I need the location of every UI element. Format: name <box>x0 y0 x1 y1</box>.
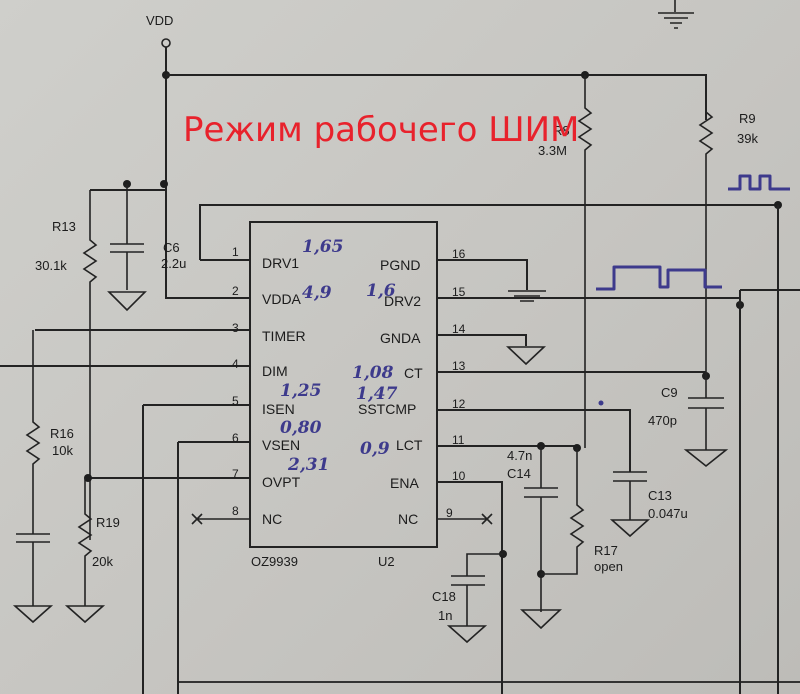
pin-name: NC <box>262 511 282 527</box>
pin-name: LCT <box>396 437 423 453</box>
pin-number: 2 <box>232 284 239 298</box>
pin-name: PGND <box>380 257 420 273</box>
c9-value: 470p <box>648 413 677 428</box>
pin-number: 7 <box>232 467 239 481</box>
c13-value: 0.047u <box>648 506 688 521</box>
pin-number: 9 <box>446 506 453 520</box>
pin-number: 4 <box>232 357 239 371</box>
c6-capacitor: C6 2.2u <box>107 184 186 312</box>
voltage-sstcmp: 1,47 <box>356 384 398 404</box>
r8-ref: R8 <box>553 123 570 138</box>
ground-symbol-top <box>658 0 694 29</box>
pin-name: DIM <box>262 363 288 379</box>
pin-number: 15 <box>452 285 466 299</box>
pin-name: OVPT <box>262 474 301 490</box>
overlay-title: Режим рабочего ШИМ <box>183 110 579 150</box>
vdd-label: VDD <box>146 13 173 28</box>
r13-ref: R13 <box>52 219 76 234</box>
ic-reference: U2 <box>378 554 395 569</box>
pin-name: ENA <box>390 475 419 491</box>
pin-name: VSEN <box>262 437 300 453</box>
voltage-vdda: 4,9 <box>302 283 332 303</box>
pin-name: GNDA <box>380 330 421 346</box>
vdd-terminal: VDD <box>146 13 707 299</box>
c9-ref: C9 <box>661 385 678 400</box>
voltage-drv2: 1,6 <box>366 281 396 301</box>
r13-resistor: R13 30.1k <box>35 180 168 540</box>
pin-number: 11 <box>452 433 465 447</box>
c18-ref: C18 <box>432 589 456 604</box>
pin-number: 3 <box>232 321 239 335</box>
c14-ref: C14 <box>507 466 531 481</box>
voltage-ct: 1,08 <box>352 363 394 383</box>
pin-number: 12 <box>452 397 466 411</box>
pin-number: 10 <box>452 469 466 483</box>
ic-oz9939: OZ9939 U2 <box>249 221 438 569</box>
ic-part-number: OZ9939 <box>251 554 298 569</box>
pin-number: 1 <box>232 245 239 259</box>
pin-number: 14 <box>452 322 466 336</box>
r19-value: 20k <box>92 554 113 569</box>
pin-number: 6 <box>232 431 239 445</box>
drv1-net <box>199 204 780 260</box>
r16-ref: R16 <box>50 426 74 441</box>
pin-number: 8 <box>232 504 239 518</box>
r19-resistor: R19 20k <box>64 478 120 624</box>
pin-name: DRV1 <box>262 255 299 271</box>
pin-number: 16 <box>452 247 466 261</box>
r17-resistor: R17 open <box>541 448 623 575</box>
pin-name: TIMER <box>262 328 306 344</box>
voltage-isen: 1,25 <box>280 381 321 401</box>
r17-ref: R17 <box>594 543 618 558</box>
r16-resistor: R16 10k <box>12 330 74 624</box>
r9-value: 39k <box>737 131 758 146</box>
ic-left-pins: 1 DRV1 2 VDDA 3 TIMER 4 DIM 5 ISEN 6 VSE… <box>232 245 306 527</box>
c13-ref: C13 <box>648 488 672 503</box>
c6-value: 2.2u <box>161 256 186 271</box>
c14-capacitor: 4.7n C14 <box>507 446 563 630</box>
c18-value: 1n <box>438 608 452 623</box>
waveform-large-icon <box>596 265 722 291</box>
c6-ref: C6 <box>163 240 180 255</box>
r19-ref: R19 <box>96 515 120 530</box>
voltage-ovpt: 2,31 <box>287 455 329 475</box>
pin-name: ISEN <box>262 401 295 417</box>
voltage-vsen: 0,80 <box>280 418 322 438</box>
voltage-drv1: 1,65 <box>302 237 343 257</box>
r13-value: 30.1k <box>35 258 67 273</box>
c9-capacitor: C9 470p <box>648 385 729 468</box>
r9-ref: R9 <box>739 111 756 126</box>
r17-value: open <box>594 559 623 574</box>
pin-name: CT <box>404 365 423 381</box>
r8-value: 3.3M <box>538 143 567 158</box>
pin-number: 5 <box>232 394 239 408</box>
waveform-small-icon <box>728 174 790 191</box>
pin-name: DRV2 <box>384 293 421 309</box>
pin-name: VDDA <box>262 291 302 307</box>
pin-name: NC <box>398 511 418 527</box>
c18-capacitor: C18 1n <box>432 553 503 644</box>
r8-resistor: R8 3.3M <box>538 75 593 448</box>
pin-name: SSTCMP <box>358 401 416 417</box>
handwritten-measurements: 1,65 4,9 1,6 1,08 1,47 1,25 0,80 2,31 0,… <box>280 237 604 475</box>
r16-value: 10k <box>52 443 73 458</box>
ic-right-pins: 16 PGND 15 DRV2 14 GNDA 13 CT 12 SSTCMP … <box>358 247 466 527</box>
c13-capacitor: C13 0.047u <box>609 471 688 538</box>
voltage-lct: 0,9 <box>360 439 390 459</box>
c14-value: 4.7n <box>507 448 532 463</box>
pin-number: 13 <box>452 359 466 373</box>
r9-resistor: R9 39k <box>698 111 758 398</box>
